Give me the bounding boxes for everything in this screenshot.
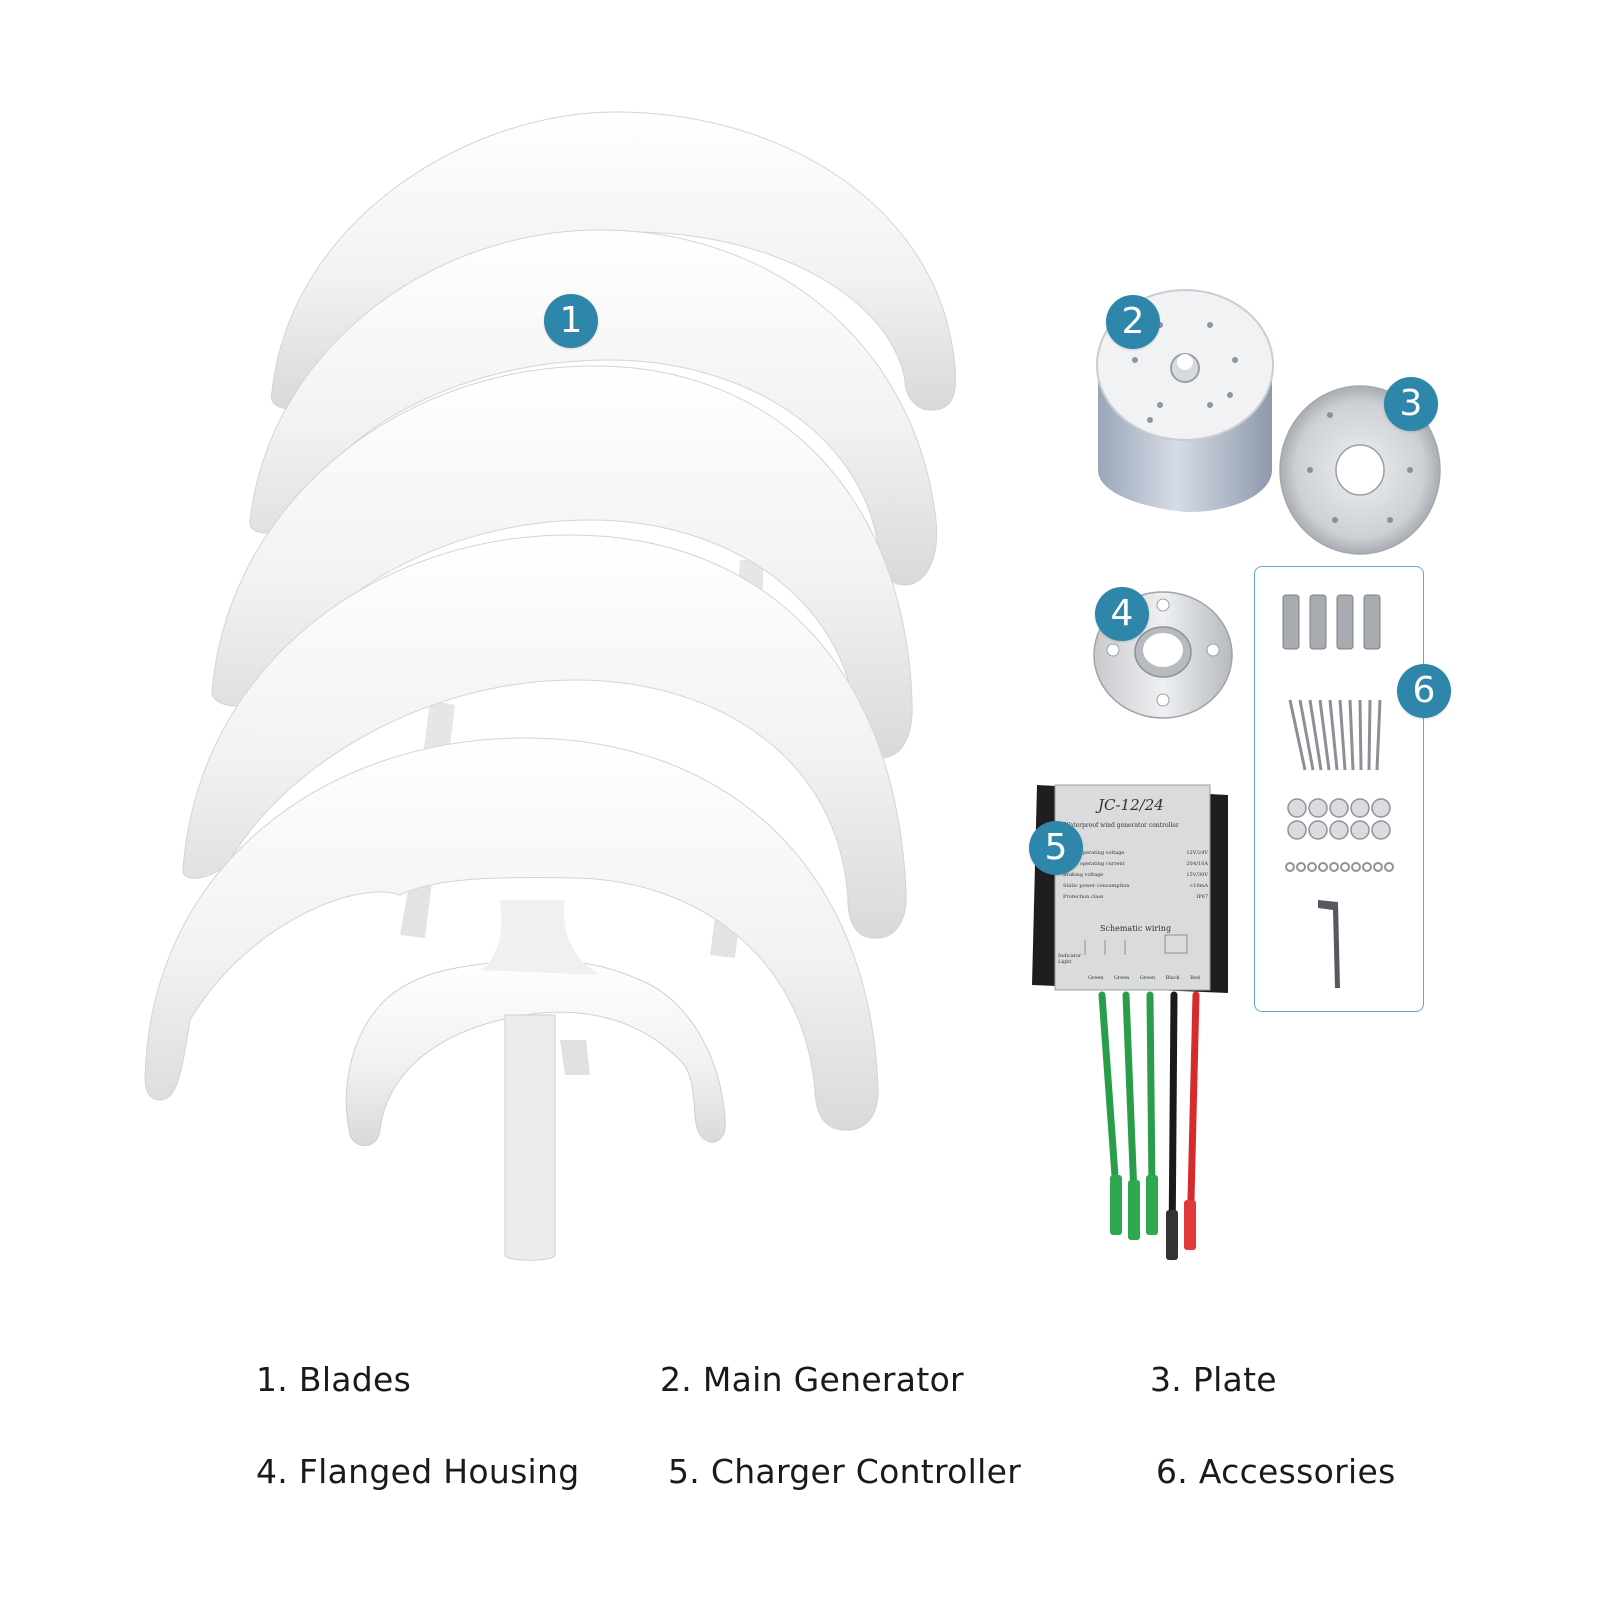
badge-blades: 1	[544, 294, 598, 348]
legend-charger-controller: 5. Charger Controller	[668, 1452, 1022, 1491]
spec-row: Static power consumption<10mA	[1063, 883, 1208, 889]
legend-plate: 3. Plate	[1150, 1360, 1277, 1399]
badge-generator: 2	[1106, 295, 1160, 349]
accessories-illustration	[1282, 594, 1394, 988]
blade-5	[144, 737, 879, 1131]
controller-wires	[1098, 991, 1200, 1254]
badge-plate: 3	[1384, 377, 1438, 431]
blade-2	[249, 229, 938, 586]
legend-flanged-housing: 4. Flanged Housing	[256, 1452, 580, 1491]
blades-illustration	[144, 111, 957, 1261]
controller-model: JC-12/24	[1098, 796, 1164, 814]
blade-hub	[345, 959, 726, 1147]
badge-flanged-housing: 4	[1095, 587, 1149, 641]
legend-blades: 1. Blades	[256, 1360, 412, 1399]
controller-wire-labels: Green Green Green Black Red	[1088, 975, 1200, 981]
blade-support-arm	[560, 1040, 590, 1075]
blade-neck	[480, 900, 600, 975]
hex-key-icon	[1318, 900, 1340, 988]
legend-accessories: 6. Accessories	[1156, 1452, 1396, 1491]
legend-main-generator: 2. Main Generator	[660, 1360, 964, 1399]
controller-indicator-label: Indicator Light	[1058, 953, 1082, 965]
accessories-frame	[1254, 566, 1424, 1012]
blade-4	[182, 534, 907, 939]
blade-shaft	[504, 1014, 556, 1261]
controller-wiring-title: Schematic wiring	[1100, 924, 1172, 933]
blade-support-arm	[400, 880, 432, 938]
badge-charger-controller: 5	[1029, 821, 1083, 875]
badge-accessories: 6	[1397, 664, 1451, 718]
controller-subtitle: Waterproof wind generator controller	[1064, 822, 1179, 829]
